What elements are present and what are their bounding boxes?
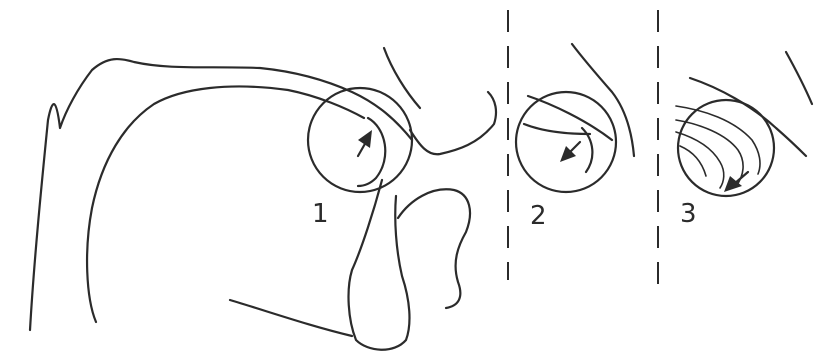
upper-lip-contour: [410, 92, 496, 154]
panel-3-outer-contour: [690, 78, 806, 156]
label-1: 1: [312, 199, 329, 229]
panel-2-curve: [524, 124, 590, 134]
circle-3: [678, 100, 774, 196]
circle-2: [516, 92, 616, 192]
flow-line-c: [676, 132, 724, 188]
hook-curve-1: [358, 118, 385, 186]
panel-2-upper-contour: [572, 44, 634, 156]
arrow-2-shaft: [570, 142, 580, 152]
outer-contour-tip: [384, 48, 420, 108]
velum-contour: [349, 180, 410, 350]
panel-1: 1: [30, 48, 496, 350]
panel-3-upper-contour: [786, 52, 812, 104]
lower-lip-contour: [398, 189, 470, 308]
label-2: 2: [530, 201, 547, 231]
panel-2: 2: [516, 44, 634, 231]
label-3: 3: [680, 199, 697, 229]
outer-contour: [30, 59, 412, 330]
tongue-line: [230, 300, 352, 336]
panel-3: 3: [676, 52, 812, 229]
